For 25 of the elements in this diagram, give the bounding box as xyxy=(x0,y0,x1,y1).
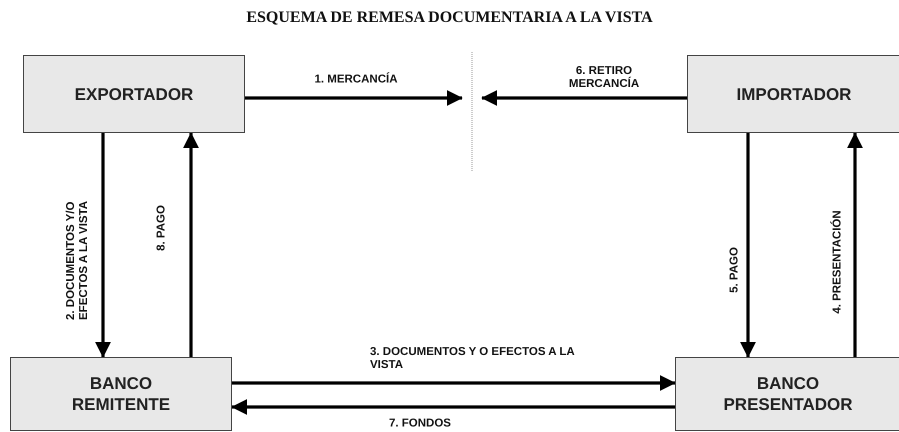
entity-box xyxy=(675,357,899,431)
arrow xyxy=(183,132,199,357)
edge-label: 1. MERCANCÍA xyxy=(313,74,399,86)
arrow xyxy=(231,399,675,415)
edge-label: 7. FONDOS xyxy=(388,418,452,430)
arrow xyxy=(847,132,863,357)
entity-box xyxy=(23,55,245,133)
entity-box xyxy=(687,55,899,133)
edge-label: 4. PRESENTACIÓN xyxy=(832,209,844,316)
arrow xyxy=(481,90,687,106)
entity-label: IMPORTADOR xyxy=(736,84,852,104)
arrow xyxy=(95,133,111,358)
entity-label: BANCO REMITENTE xyxy=(70,373,172,415)
edge-label: 6. RETIRO MERCANCÍA xyxy=(568,65,640,91)
entity-label: EXPORTADOR xyxy=(74,84,194,104)
arrow xyxy=(245,90,463,106)
edge-label: 8. PAGO xyxy=(156,204,168,253)
arrow xyxy=(740,133,756,358)
diagram-title: ESQUEMA DE REMESA DOCUMENTARIA A LA VISTA xyxy=(246,9,653,27)
edge-label: 2. DOCUMENTOS Y/O EFECTOS A LA VISTA xyxy=(65,200,91,320)
entity-label: BANCO PRESENTADOR xyxy=(722,373,854,415)
edge-label: 5. PAGO xyxy=(728,246,742,295)
entity-box xyxy=(10,357,232,431)
edge-label: 3. DOCUMENTOS Y O EFECTOS A LA VISTA xyxy=(370,346,576,372)
arrow xyxy=(232,375,676,391)
